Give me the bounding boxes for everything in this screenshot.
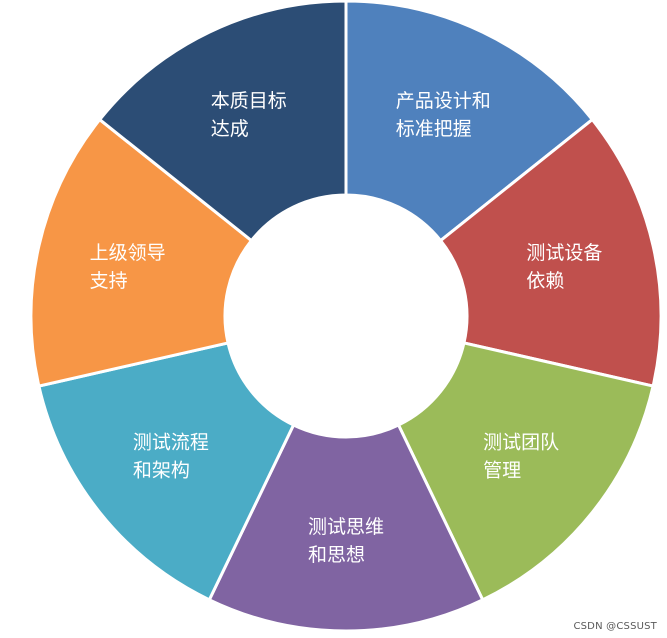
- ring-segment-4: [207, 423, 485, 633]
- segments-layer: [29, 0, 663, 633]
- ring-segment-label-5: 测试流程和架构: [133, 432, 209, 482]
- ring-segment-label-line: 本质目标: [211, 90, 287, 112]
- ring-segment-label-line: 产品设计和: [396, 90, 491, 112]
- ring-segment-label-line: 标准把握: [396, 118, 472, 140]
- ring-segment-label-line: 和思想: [308, 544, 365, 566]
- ring-segment-label-3: 测试团队管理: [483, 432, 559, 482]
- ring-segment-7: [97, 0, 348, 243]
- ring-segment-label-7: 本质目标达成: [211, 90, 287, 140]
- ring-segment-label-line: 上级领导: [90, 242, 166, 264]
- ring-segment-2: [438, 117, 663, 388]
- ring-segment-label-line: 测试设备: [526, 242, 602, 264]
- ring-segment-label-2: 测试设备依赖: [526, 242, 602, 292]
- ring-segment-label-line: 和架构: [133, 460, 190, 482]
- watermark: CSDN @CSSUST: [573, 621, 657, 632]
- ring-segment-label-line: 测试团队: [483, 432, 559, 454]
- ring-segment-label-line: 支持: [90, 270, 128, 292]
- ring-segment-label-line: 依赖: [526, 270, 564, 292]
- ring-segment-3: [396, 341, 655, 602]
- ring-segment-label-line: 测试思维: [308, 516, 384, 538]
- ring-segment-label-6: 上级领导支持: [90, 242, 166, 292]
- ring-segment-label-line: 测试流程: [133, 432, 209, 454]
- ring-segment-label-line: 管理: [483, 460, 521, 482]
- ring-segment-6: [29, 117, 254, 388]
- ring-segment-label-4: 测试思维和思想: [308, 516, 384, 566]
- ring-segment-5: [37, 341, 296, 602]
- ring-segment-label-line: 达成: [211, 118, 249, 140]
- ring-segment-label-1: 产品设计和标准把握: [396, 90, 491, 140]
- ring-segment-1: [344, 0, 595, 243]
